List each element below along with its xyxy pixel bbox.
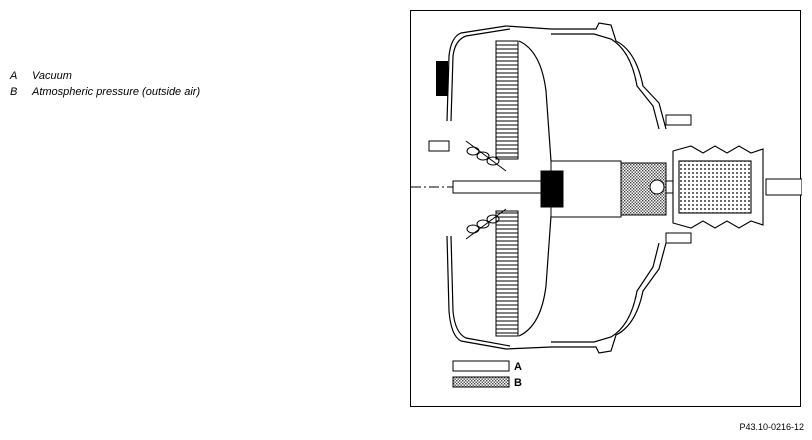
key-swatch-atmospheric	[452, 376, 510, 388]
brake-booster-diagram-frame: A B	[410, 10, 802, 407]
diaphragm-lower	[518, 215, 552, 337]
diaphragm-upper	[518, 40, 552, 162]
legend-letter: B	[10, 86, 18, 98]
mounting-stud-top	[436, 61, 448, 96]
key-swatch-vacuum	[452, 360, 510, 372]
diaphragm-ribs-lower	[495, 210, 519, 337]
bellows-boot	[672, 145, 764, 229]
rear-mounting-stud-bottom	[665, 232, 692, 244]
mounting-stud-left	[428, 140, 450, 152]
key-label-b: B	[514, 377, 522, 389]
rear-housing-shell	[505, 22, 667, 354]
figure-reference-code: P43.10-0216-12	[739, 422, 804, 432]
valve-body-hub	[540, 160, 667, 218]
front-housing-shell	[446, 25, 511, 350]
legend-letter: A	[10, 70, 18, 82]
legend-list: A Vacuum B Atmospheric pressure (outside…	[10, 68, 200, 100]
legend-item-b: B Atmospheric pressure (outside air)	[10, 84, 200, 100]
key-label-a: A	[514, 361, 522, 373]
return-spring	[465, 140, 507, 240]
brake-booster-cross-section: A B	[411, 22, 802, 389]
rear-mounting-stud-top	[665, 114, 692, 126]
legend-item-a: A Vacuum	[10, 68, 200, 84]
diaphragm-ribs-upper	[495, 40, 519, 160]
legend-description: Atmospheric pressure (outside air)	[32, 86, 201, 98]
legend-description: Vacuum	[32, 70, 72, 82]
